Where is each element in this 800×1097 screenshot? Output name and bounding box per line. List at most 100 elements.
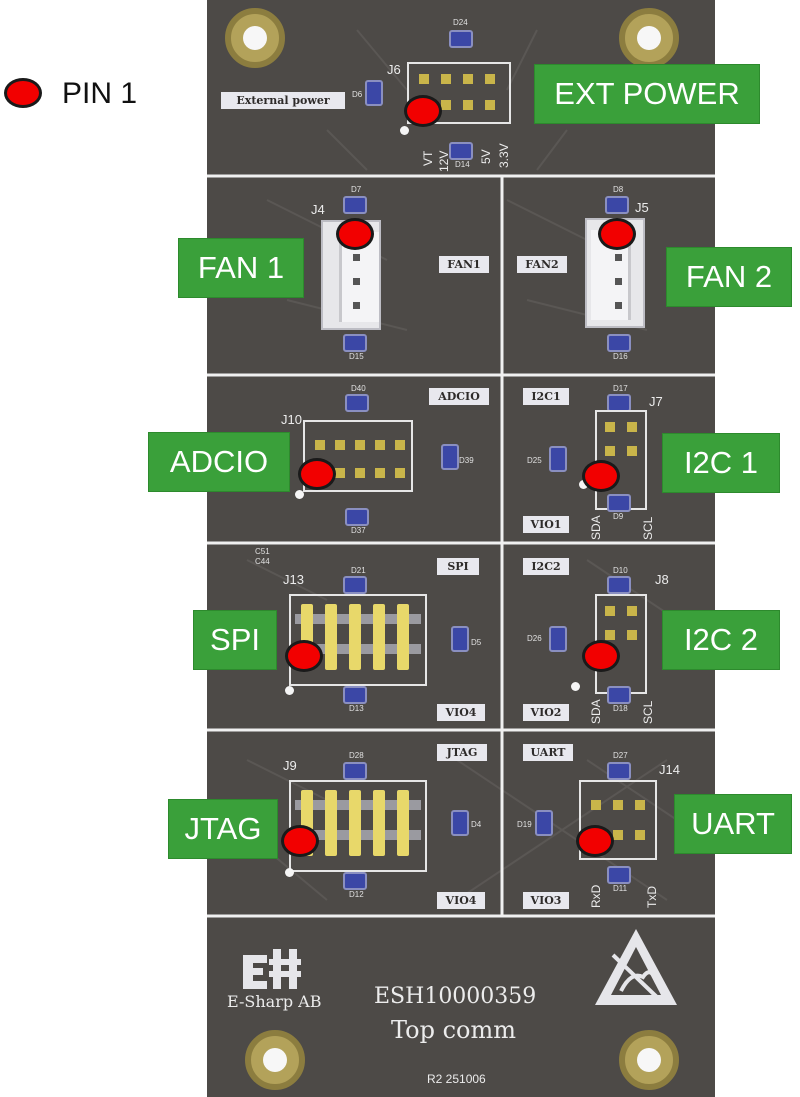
led-d10 bbox=[607, 576, 631, 594]
pin-label-sda: SDA bbox=[589, 699, 603, 724]
pin bbox=[373, 604, 385, 670]
pin-label-scl: SCL bbox=[641, 700, 655, 724]
led-d21 bbox=[343, 576, 367, 594]
pad bbox=[627, 446, 637, 456]
pad bbox=[635, 830, 645, 840]
pad bbox=[315, 440, 325, 450]
led-label: D14 bbox=[455, 160, 470, 169]
led-d28 bbox=[343, 762, 367, 780]
callout-adcio: ADCIO bbox=[148, 432, 290, 492]
led-label: D28 bbox=[349, 751, 364, 760]
spi-section-label: SPI bbox=[437, 558, 479, 575]
led-d27 bbox=[607, 762, 631, 780]
pin1-silk-dot bbox=[579, 480, 588, 489]
led-d15 bbox=[343, 334, 367, 352]
i2c2-section-label: I2C2 bbox=[523, 558, 569, 575]
led-d39 bbox=[441, 444, 459, 470]
pin1-silk-dot bbox=[285, 686, 294, 695]
led-label: D8 bbox=[613, 185, 624, 194]
legend-label: PIN 1 bbox=[62, 77, 138, 110]
board-name: Top comm bbox=[391, 1016, 516, 1044]
led-d6 bbox=[365, 80, 383, 106]
pad bbox=[627, 630, 637, 640]
connector-label: J4 bbox=[311, 202, 325, 217]
fan1-section-label: FAN1 bbox=[439, 256, 489, 273]
led-label: D12 bbox=[349, 890, 364, 899]
callout-fan1: FAN 1 bbox=[178, 238, 304, 298]
pad bbox=[463, 100, 473, 110]
led-label: D17 bbox=[613, 384, 628, 393]
led-d14 bbox=[449, 142, 473, 160]
led-label: D18 bbox=[613, 704, 628, 713]
led-d24 bbox=[449, 30, 473, 48]
connector-label: J5 bbox=[635, 200, 649, 215]
pad bbox=[375, 468, 385, 478]
pin1-marker-fan2 bbox=[598, 218, 636, 250]
led-label: D40 bbox=[351, 384, 366, 393]
esd-warning-icon bbox=[595, 929, 677, 1005]
pad bbox=[395, 440, 405, 450]
pin bbox=[373, 790, 385, 856]
fan-pin bbox=[615, 278, 622, 285]
pad bbox=[335, 440, 345, 450]
led-label: D15 bbox=[349, 352, 364, 361]
pin-label-12v: 12V bbox=[437, 150, 451, 172]
mounting-hole-top-left bbox=[225, 8, 285, 68]
callout-ext-power: EXT POWER bbox=[534, 64, 760, 124]
pin1-legend: PIN 1 bbox=[2, 76, 162, 112]
pin bbox=[325, 604, 337, 670]
cap-label: C44 bbox=[255, 557, 270, 566]
connector-label: J13 bbox=[283, 572, 304, 587]
led-d26 bbox=[549, 626, 567, 652]
mounting-hole-top-right bbox=[619, 8, 679, 68]
led-d12 bbox=[343, 872, 367, 890]
pin-label-vt: VT bbox=[421, 150, 435, 166]
vio4-jtag-label: VIO4 bbox=[437, 892, 485, 909]
pin bbox=[349, 604, 361, 670]
pin1-silk-dot bbox=[400, 126, 409, 135]
pin bbox=[397, 604, 409, 670]
connector-label: J10 bbox=[281, 412, 302, 427]
pin1-silk-dot bbox=[285, 868, 294, 877]
pin bbox=[397, 790, 409, 856]
pad bbox=[591, 800, 601, 810]
vio2-label: VIO2 bbox=[523, 704, 569, 721]
mounting-hole-bottom-right bbox=[619, 1030, 679, 1090]
pin1-marker-ext-power bbox=[404, 95, 442, 127]
uart-section-label: UART bbox=[523, 744, 573, 761]
led-label: D9 bbox=[613, 512, 624, 521]
led-d13 bbox=[343, 686, 367, 704]
led-label: D24 bbox=[453, 18, 468, 27]
pin1-marker-fan1 bbox=[336, 218, 374, 250]
pad bbox=[335, 468, 345, 478]
fan2-section-label: FAN2 bbox=[517, 256, 567, 273]
pin bbox=[349, 790, 361, 856]
led-label: D4 bbox=[471, 820, 482, 829]
led-label: D26 bbox=[527, 634, 542, 643]
led-d9 bbox=[607, 494, 631, 512]
e-sharp-logo-icon bbox=[243, 949, 301, 989]
connector-label: J14 bbox=[659, 762, 680, 777]
led-d16 bbox=[607, 334, 631, 352]
led-d40 bbox=[345, 394, 369, 412]
pad bbox=[395, 468, 405, 478]
pad bbox=[419, 74, 429, 84]
fan-pin bbox=[615, 254, 622, 261]
jtag-section-label: JTAG bbox=[437, 744, 487, 761]
j10-header bbox=[303, 420, 413, 492]
board-traces bbox=[207, 29, 715, 918]
led-label: D16 bbox=[613, 352, 628, 361]
callout-fan2: FAN 2 bbox=[666, 247, 792, 307]
pad bbox=[613, 830, 623, 840]
pin-label-sda: SDA bbox=[589, 515, 603, 540]
fan-pin bbox=[615, 302, 622, 309]
pin1-marker-i2c2 bbox=[582, 640, 620, 672]
pad bbox=[441, 74, 451, 84]
pin-label-3v3: 3.3V bbox=[497, 143, 511, 168]
led-label: D21 bbox=[351, 566, 366, 575]
pin1-marker-jtag bbox=[281, 825, 319, 857]
adcio-section-label: ADCIO bbox=[429, 388, 489, 405]
j14-header bbox=[579, 780, 657, 860]
company-name: E-Sharp AB bbox=[227, 992, 322, 1011]
pin bbox=[325, 790, 337, 856]
